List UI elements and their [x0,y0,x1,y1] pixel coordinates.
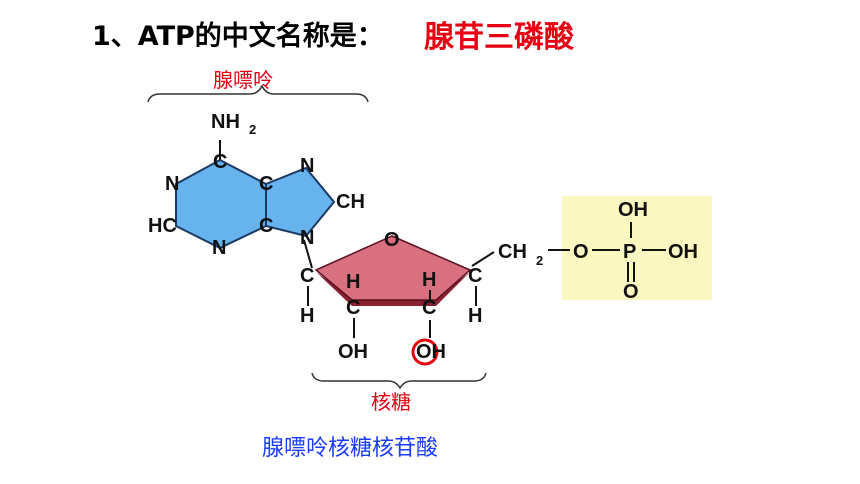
atom-hc-left: HC [148,215,177,237]
atom-oh3: OH [416,341,446,363]
adenine-six-ring [175,158,267,250]
atom-amine: NH [211,111,240,133]
atom-phosphorus: P [623,241,636,263]
atom-oh2: OH [338,341,368,363]
adenosine-monophosphate-caption: 腺嘌呤核糖核苷酸 [262,436,439,461]
atom-n-bottom: N [212,237,226,259]
atom-c4: C [468,265,482,287]
adenine-brace [147,84,369,103]
atom-h3: H [422,269,436,291]
atom-h4: H [468,305,482,327]
phosphate-box [562,196,712,300]
atom-n-right-top: N [300,155,314,177]
atom-c-top: C [213,151,227,173]
atom-o-bridge: O [573,241,589,263]
ribose-label: 核糖 [371,390,411,414]
atom-amine-sub: 2 [249,122,256,137]
atom-oh-top: OH [618,199,648,221]
atom-oh-right: OH [668,241,698,263]
atom-c1: C [300,265,314,287]
highlight-circle [411,338,439,366]
ribose-brace [311,372,487,390]
atom-c2: C [346,297,360,319]
atom-h2: H [346,271,360,293]
atom-n-left: N [165,173,179,195]
adenine-five-ring [265,166,336,238]
atom-ch2-sub: 2 [536,253,543,268]
atom-c3: C [422,297,436,319]
atom-ch2: CH [498,241,527,263]
atom-ch-right: CH [336,191,365,213]
question-text: 1、ATP的中文名称是： [92,21,384,52]
atom-o-double: O [623,281,639,303]
atom-ring-o: O [384,229,400,251]
ribose-ring [314,235,472,301]
atom-n-link: N [300,227,314,249]
atom-c-mid-right: C [259,215,273,237]
answer-text: 腺苷三磷酸 [424,20,574,55]
atom-h1: H [300,305,314,327]
atom-c-mid-left: C [259,173,273,195]
